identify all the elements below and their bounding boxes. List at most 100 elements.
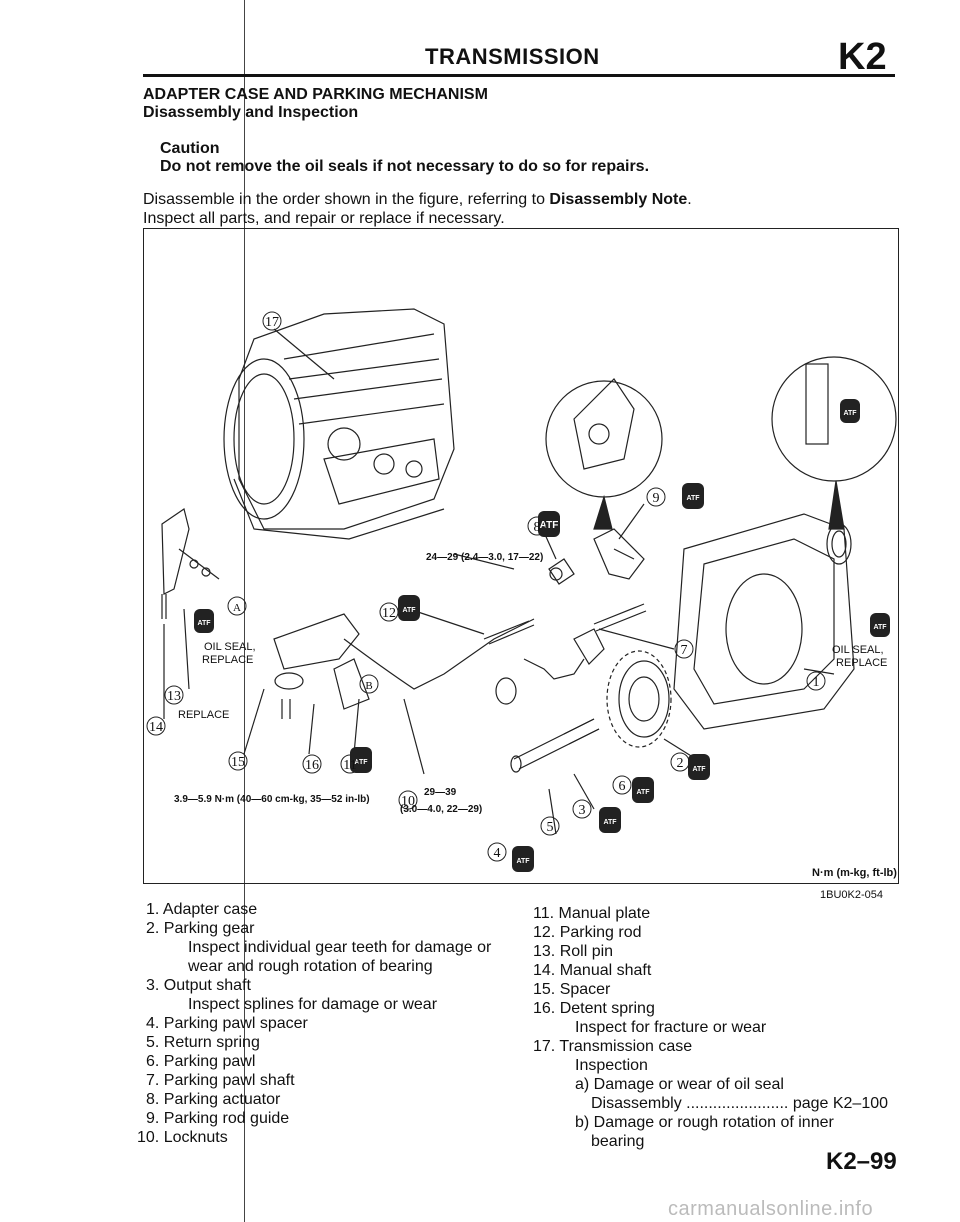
- svg-text:ATF: ATF: [516, 858, 530, 865]
- list-item: 6. Parking pawl: [146, 1053, 256, 1070]
- callout-5: 5: [547, 820, 554, 835]
- svg-text:ATF: ATF: [402, 607, 416, 614]
- list-item: 3. Output shaft: [146, 977, 251, 994]
- callout-11: 11: [343, 758, 356, 773]
- torque-locknut-label: 24—29 (2.4—3.0, 17—22): [426, 552, 543, 563]
- callout-7: 7: [681, 643, 688, 658]
- manual-shaft-drawing: [161, 508, 220, 619]
- callout-10: 10: [401, 794, 415, 809]
- list-item: 1. Adapter case: [146, 901, 258, 918]
- svg-text:ATF: ATF: [197, 620, 211, 627]
- list-item: 17. Transmission case: [533, 1038, 693, 1055]
- list-item: 7. Parking pawl shaft: [146, 1072, 295, 1089]
- parking-gear-drawing: [606, 650, 672, 748]
- intro-text: Disassemble in the order shown in the fi…: [143, 190, 692, 228]
- figure-code: 1BU0K2-054: [820, 889, 883, 901]
- torque-10-label-b: (3.0—4.0, 22—29): [400, 804, 482, 815]
- figure-unit-label: N·m (m-kg, ft-lb): [812, 867, 897, 879]
- caution-text: Do not remove the oil seals if not neces…: [160, 158, 650, 175]
- spacer-drawing: [495, 677, 517, 705]
- list-item: bearing: [591, 1133, 645, 1150]
- callout-4: 4: [494, 846, 501, 861]
- page-header-title: TRANSMISSION: [425, 44, 600, 69]
- output-shaft-drawing: [510, 718, 600, 773]
- callout-15: 15: [231, 755, 245, 770]
- watermark: carmanualsonline.info: [668, 1198, 874, 1220]
- manual-plate-drawing: [273, 613, 370, 719]
- svg-text:ATF: ATF: [354, 759, 368, 766]
- list-item: 13. Roll pin: [533, 943, 614, 960]
- oil-seal-right-1: OIL SEAL,: [832, 644, 884, 656]
- intro-line1-a: Disassemble in the order shown in the fi…: [143, 191, 550, 208]
- svg-text:ATF: ATF: [636, 789, 650, 796]
- list-item: 16. Detent spring: [533, 1000, 655, 1017]
- list-item: 15. Spacer: [533, 981, 611, 998]
- list-item: 2. Parking gear: [146, 920, 255, 937]
- section-subtitle: Disassembly and Inspection: [143, 104, 359, 121]
- svg-text:ATF: ATF: [692, 766, 706, 773]
- torque-15-label: 3.9—5.9 N·m (40—60 cm-kg, 35—52 in-lb): [174, 794, 370, 805]
- list-item: 8. Parking actuator: [146, 1091, 281, 1108]
- list-item: a) Damage or wear of oil seal: [575, 1076, 784, 1093]
- list-item: 5. Return spring: [146, 1034, 260, 1051]
- list-item: 12. Parking rod: [533, 924, 642, 941]
- atf-badges: ATF ATF ATF ATF ATF ATF ATF ATF ATF ATF …: [194, 399, 890, 872]
- callout-16: 16: [305, 758, 319, 773]
- intro-line1-c: .: [687, 191, 692, 208]
- list-item: Inspect splines for damage or wear: [188, 996, 438, 1013]
- parking-rod-guide-drawing: [593, 528, 645, 580]
- exploded-diagram-figure: ATF ATF ATF ATF ATF ATF ATF ATF ATF ATF …: [143, 228, 899, 884]
- caution-heading: Caution: [160, 140, 220, 157]
- list-item: 10. Locknuts: [137, 1129, 228, 1146]
- svg-text:ATF: ATF: [603, 819, 617, 826]
- list-item: Inspection: [575, 1057, 648, 1074]
- oil-seal-left-2: REPLACE: [202, 654, 253, 666]
- svg-text:ATF: ATF: [873, 624, 887, 631]
- list-item: wear and rough rotation of bearing: [188, 958, 433, 975]
- detail-circle-left: [545, 378, 663, 530]
- parking-rod-drawing: [343, 618, 535, 690]
- svg-text:ATF: ATF: [540, 520, 559, 531]
- list-item: Inspect for fracture or wear: [575, 1019, 767, 1036]
- svg-text:ATF: ATF: [843, 410, 857, 417]
- callout-9: 9: [653, 491, 660, 506]
- intro-line2: Inspect all parts, and repair or replace…: [143, 210, 505, 227]
- callout-numbers: 17 8 9 12 7 1 2 3 4 5 6 10 11 13 14 15 1…: [146, 311, 826, 862]
- section-title: ADAPTER CASE AND PARKING MECHANISM: [143, 86, 488, 103]
- list-item: 11. Manual plate: [533, 905, 651, 922]
- list-item: b) Damage or rough rotation of inner: [575, 1114, 834, 1131]
- callout-13: 13: [167, 689, 181, 704]
- list-item: Inspect individual gear teeth for damage…: [188, 939, 492, 956]
- callout-6: 6: [619, 779, 626, 794]
- list-item: Disassembly ....................... page…: [591, 1095, 889, 1112]
- callout-b: B: [365, 680, 372, 692]
- intro-line1-b: Disassembly Note: [549, 191, 688, 208]
- list-item: 9. Parking rod guide: [146, 1110, 290, 1127]
- header-rule: [143, 74, 895, 77]
- page-header-code: K2: [838, 36, 887, 78]
- callout-2: 2: [677, 756, 684, 771]
- page-number: K2–99: [826, 1148, 897, 1175]
- oil-seal-right-2: REPLACE: [836, 657, 887, 669]
- parts-list-right: 11. Manual plate 12. Parking rod 13. Rol…: [533, 904, 888, 1151]
- torque-10-label-a: 29—39: [424, 787, 457, 798]
- parts-list-left: 1. Adapter case 2. Parking gear Inspect …: [137, 900, 492, 1147]
- callout-14: 14: [149, 720, 163, 735]
- callout-a: A: [233, 602, 241, 614]
- parking-actuator-drawing: [548, 558, 575, 585]
- callout-8: 8: [534, 520, 541, 535]
- detail-circle-right: [771, 356, 897, 530]
- callout-1: 1: [813, 675, 820, 690]
- replace-13-label: REPLACE: [178, 709, 229, 721]
- oil-seal-left-1: OIL SEAL,: [204, 641, 256, 653]
- transmission-case-drawing: [223, 308, 455, 540]
- adapter-case-drawing: [673, 513, 855, 730]
- callout-12: 12: [382, 606, 396, 621]
- parking-pawl-drawing: [523, 628, 605, 680]
- diagram-svg: ATF ATF ATF ATF ATF ATF ATF ATF ATF ATF …: [146, 308, 897, 872]
- list-item: 4. Parking pawl spacer: [146, 1015, 308, 1032]
- svg-text:ATF: ATF: [686, 495, 700, 502]
- callout-3: 3: [579, 803, 586, 818]
- parking-pawl-shaft-drawing: [593, 603, 647, 632]
- list-item: 14. Manual shaft: [533, 962, 652, 979]
